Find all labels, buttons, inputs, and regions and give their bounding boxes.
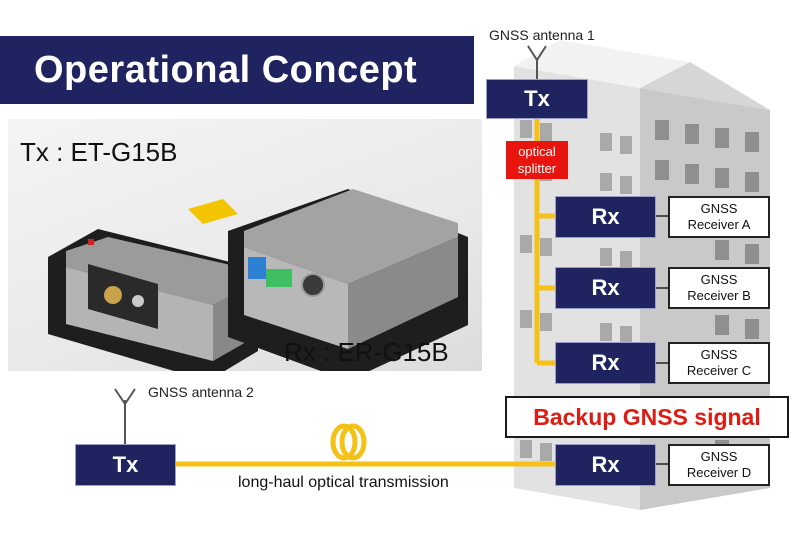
rx-node-a: Rx [555, 196, 656, 238]
antenna-2-icon [114, 388, 136, 444]
gnss-receiver-d: GNSS Receiver D [668, 444, 770, 486]
tx-model-label: Tx : ET-G15B [20, 137, 178, 167]
fiber-lines [176, 118, 555, 467]
rx-node-c: Rx [555, 342, 656, 384]
product-devices-illustration [48, 189, 468, 381]
building-roof [514, 40, 690, 88]
rx-model-label: Rx : ER-G15B [284, 337, 449, 367]
antenna-2-label: GNSS antenna 2 [148, 384, 254, 400]
receiver-c-line2: Receiver C [686, 363, 752, 378]
receiver-d-line1: GNSS [700, 449, 738, 464]
splitter-label-line2: splitter [517, 161, 557, 176]
rx-device-illustration [228, 189, 468, 381]
rx-node-b: Rx [555, 267, 656, 309]
receiver-b-line2: Receiver B [687, 288, 751, 303]
tx-node-bottom: Tx [75, 444, 176, 486]
optical-splitter: optical splitter [506, 141, 568, 179]
receiver-d-line2: Receiver D [686, 465, 752, 480]
receiver-connectors [655, 215, 668, 465]
tx-node-top: Tx [486, 79, 588, 119]
title-banner [0, 36, 474, 104]
antenna-1-icon [527, 45, 547, 80]
product-photo: Tx : ET-G15B Rx : ER-G15B [8, 119, 482, 381]
antenna-1-label: GNSS antenna 1 [489, 27, 595, 43]
rx-node-d: Rx [555, 444, 656, 486]
receiver-c-line1: GNSS [700, 347, 738, 362]
page-title: Operational Concept [34, 48, 418, 91]
fiber-transmission-label: long-haul optical transmission [238, 474, 449, 491]
backup-gnss-signal-label: Backup GNSS signal [505, 396, 789, 438]
receiver-a-line2: Receiver A [687, 217, 751, 232]
receiver-b-line1: GNSS [700, 272, 738, 287]
gnss-receiver-a: GNSS Receiver A [668, 196, 770, 238]
gnss-receiver-b: GNSS Receiver B [668, 267, 770, 309]
receiver-a-line1: GNSS [700, 201, 738, 216]
splitter-label-line1: optical [518, 144, 556, 159]
gnss-receiver-c: GNSS Receiver C [668, 342, 770, 384]
